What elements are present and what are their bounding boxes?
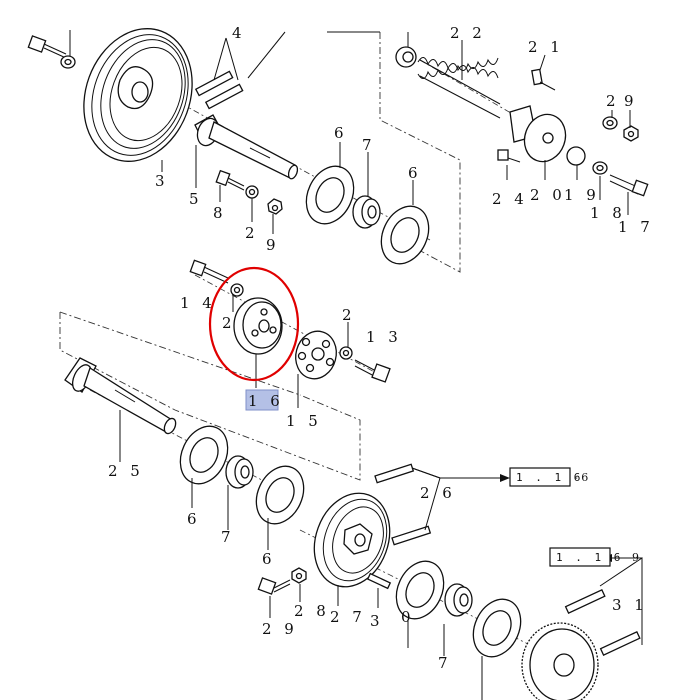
washer-top-left [60, 55, 76, 69]
reference-2-label: 1 . 1 6 [556, 551, 623, 564]
callout-3: 3 [155, 172, 169, 190]
callout-6-lower-a: 6 [187, 510, 201, 528]
bolt-8-upper [215, 169, 245, 191]
shaft-upper [194, 114, 299, 180]
callout-3-lower: 3 [370, 612, 384, 630]
callout-20: 2 0 [530, 186, 566, 204]
washer-2-upper [245, 185, 259, 199]
callout-9-right: 9 [624, 92, 638, 110]
callout-2-middle-right: 2 [342, 306, 356, 324]
pin-21 [531, 68, 556, 91]
key-31-b [599, 630, 641, 656]
callout-15: 1 5 [286, 412, 322, 430]
key-31-a [564, 588, 606, 614]
nut-9-right [623, 125, 639, 142]
callout-6-upper-a: 6 [334, 124, 348, 142]
flange-plate-6-lower-a [179, 425, 229, 485]
leader [213, 37, 227, 81]
gear-bottom [521, 622, 599, 700]
assembly-boundary-middle [59, 312, 361, 481]
pulley-lower-27 [313, 492, 391, 588]
key-26-b [391, 525, 432, 546]
leader [225, 37, 239, 81]
arrow-head [500, 474, 510, 482]
key-30 [366, 572, 392, 590]
flange-plate-lower-c [395, 560, 445, 620]
bearing-7-upper [352, 195, 381, 229]
flange-plate-6-upper-a [305, 165, 355, 225]
bolt-13 [354, 359, 391, 383]
key-upper-2 [204, 83, 244, 110]
bolt-14 [189, 259, 229, 284]
flange-plate-6-upper-b [380, 205, 430, 265]
leader [539, 54, 546, 71]
callout-17: 1 7 [618, 218, 654, 236]
callout-19: 1 9 [564, 186, 600, 204]
callout-28: 2 8 [294, 602, 330, 620]
callout-7-bottom: 7 [438, 654, 452, 672]
spring-22 [417, 57, 501, 119]
washer-2-right [602, 116, 618, 130]
callout-4: 4 [232, 24, 246, 42]
callout-26: 2 6 [420, 484, 456, 502]
callout-5: 5 [189, 190, 203, 208]
callout-14: 1 4 [180, 294, 216, 312]
callout-29: 2 9 [262, 620, 298, 638]
reference-1-label: 1 . 1 6 [516, 471, 583, 484]
highlight-label-box [245, 389, 279, 411]
callout-24: 2 4 [492, 190, 528, 208]
callout-8: 8 [213, 204, 227, 222]
reference-2-suffix: 9 [632, 551, 639, 564]
coupling-hub-16 [233, 297, 283, 355]
spring-cap-top [395, 46, 417, 68]
callout-21: 2 1 [528, 38, 564, 56]
bolt-29 [257, 577, 291, 595]
callout-27: 2 7 [330, 608, 366, 626]
bolt-17 [609, 174, 649, 197]
key-26-a [374, 463, 415, 484]
washer-19-right [592, 161, 608, 175]
reference-box-2[interactable]: 1 . 1 6 9 [549, 547, 639, 567]
callout-2-upper: 2 [245, 224, 259, 242]
shaft-lower-25 [64, 357, 177, 435]
leader [411, 467, 441, 531]
callout-9-upper: 9 [266, 236, 280, 254]
callout-2-middle-left: 2 [222, 314, 236, 332]
reference-box-1[interactable]: 1 . 1 6 - 6 [509, 467, 588, 487]
callout-0-lower: 0 [401, 608, 415, 626]
nut-9-upper [267, 198, 283, 215]
bolt-top-left [27, 35, 67, 59]
bolt-24 [497, 149, 521, 163]
callout-2-right: 2 [606, 92, 620, 110]
callout-16: 1 6 [248, 392, 284, 410]
highlight-circle [208, 266, 300, 382]
callout-6-lower-b: 6 [262, 550, 276, 568]
coupling-15 [295, 330, 337, 380]
assembly-boundary-middle-top [59, 311, 301, 396]
callout-13: 1 3 [366, 328, 402, 346]
bearing-7-bottom [444, 583, 473, 617]
callout-7-upper: 7 [362, 136, 376, 154]
pulley-upper [83, 28, 193, 162]
tensioner-20 [509, 105, 567, 163]
callout-7-lower: 7 [221, 528, 235, 546]
leader [247, 31, 286, 79]
key-upper-1 [194, 70, 234, 97]
washer-2-middle-right [339, 346, 353, 360]
callout-25: 2 5 [108, 462, 144, 480]
callout-31: 3 1 [612, 596, 648, 614]
bearing-7-lower [225, 455, 254, 489]
flange-plate-lower-d [472, 598, 522, 658]
washer-2-middle-left [230, 283, 244, 297]
callout-22: 2 2 [450, 24, 486, 42]
flange-plate-6-lower-b [255, 465, 305, 525]
nut-28 [291, 567, 307, 584]
callout-18: 1 8 [590, 204, 626, 222]
reference-1-suffix: - 6 [574, 471, 588, 484]
cap-19 [566, 146, 586, 166]
callout-6-upper-b: 6 [408, 164, 422, 182]
